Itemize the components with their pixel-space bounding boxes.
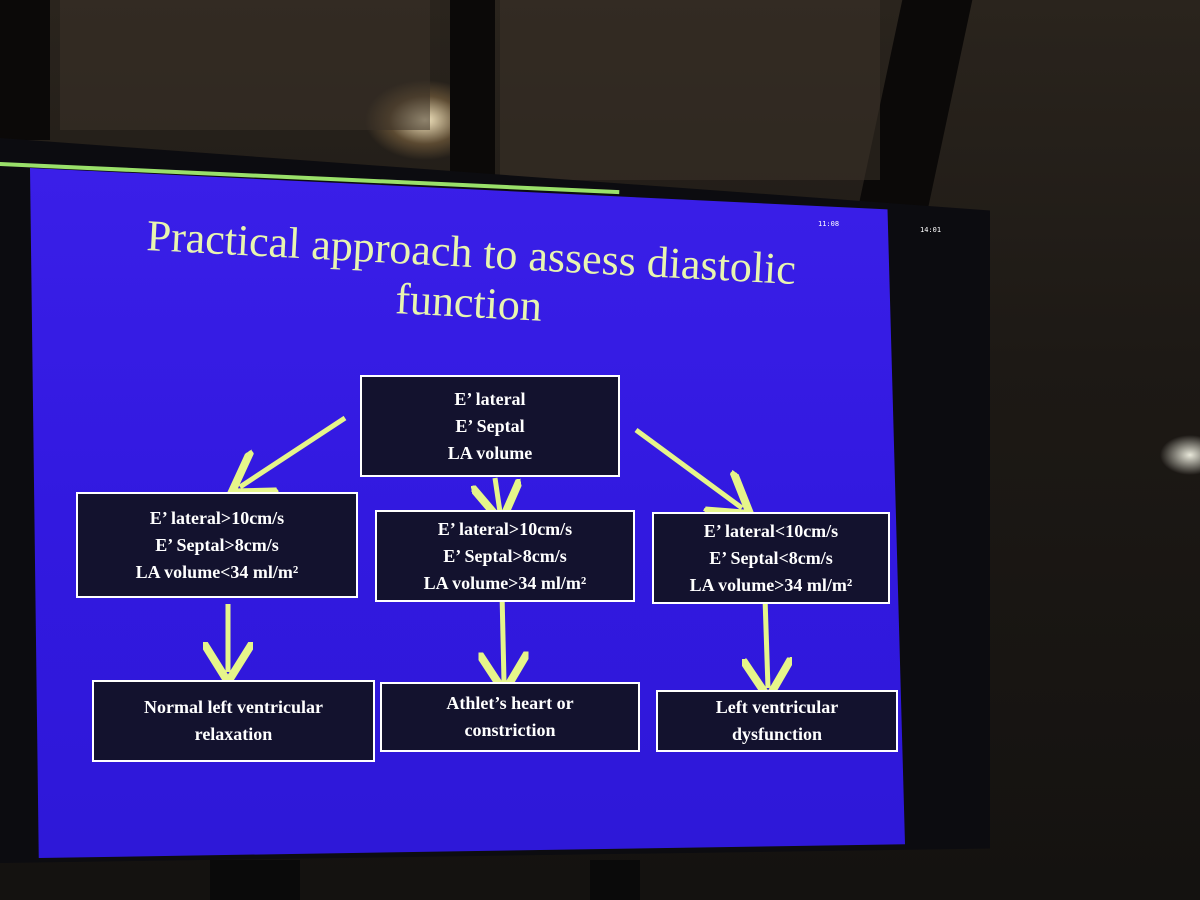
outcome-box-dysfunction: Left ventricular dysfunction <box>656 690 898 752</box>
outcome-line: Athlet’s heart or <box>446 693 574 713</box>
arrow-root-to-right <box>634 427 742 508</box>
ceiling-panel <box>60 0 430 130</box>
root-box-line: E’ Septal <box>455 415 525 436</box>
outcome-line: Normal left ventricular <box>144 697 323 717</box>
root-box-line: LA volume <box>447 442 533 463</box>
clock-right: 14:01 <box>920 226 942 234</box>
criteria-line: E’ lateral<10cm/s <box>703 520 839 541</box>
criteria-box-dysfunction: E’ lateral<10cm/s E’ Septal<8cm/s LA vol… <box>652 512 890 604</box>
arrow-middle-to-outcome <box>502 592 504 682</box>
criteria-line: LA volume>34 ml/m² <box>689 574 853 595</box>
ceiling-beam-left <box>0 0 50 140</box>
criteria-line: LA volume>34 ml/m² <box>423 572 587 593</box>
outcome-line: constriction <box>464 720 556 740</box>
tv-stand-leg <box>210 860 300 900</box>
arrow-root-to-left <box>240 415 347 487</box>
criteria-line: E’ lateral>10cm/s <box>149 507 285 528</box>
root-box: E’ lateral E’ Septal LA volume <box>360 375 620 477</box>
ceiling-panel <box>500 0 880 180</box>
arrow-right-to-outcome <box>765 597 768 688</box>
outcome-box-athlete: Athlet’s heart or constriction <box>380 682 640 752</box>
outcome-line: Left ventricular <box>715 697 839 717</box>
root-box-line: E’ lateral <box>454 388 526 409</box>
outcome-line: dysfunction <box>731 724 823 744</box>
criteria-line: E’ Septal>8cm/s <box>155 534 279 555</box>
criteria-line: E’ lateral>10cm/s <box>437 518 573 539</box>
arrow-root-to-middle <box>495 477 500 512</box>
ceiling-beam-center <box>450 0 495 180</box>
criteria-box-athlete: E’ lateral>10cm/s E’ Septal>8cm/s LA vol… <box>375 510 635 602</box>
outcome-box-normal: Normal left ventricular relaxation <box>92 680 375 762</box>
criteria-line: LA volume<34 ml/m² <box>135 561 299 582</box>
tv-stand-leg <box>590 860 640 900</box>
clock-left: 11:08 <box>818 220 840 228</box>
criteria-line: E’ Septal<8cm/s <box>709 547 833 568</box>
criteria-line: E’ Septal>8cm/s <box>443 545 567 566</box>
outcome-line: relaxation <box>194 724 273 744</box>
criteria-box-normal: E’ lateral>10cm/s E’ Septal>8cm/s LA vol… <box>76 492 358 598</box>
